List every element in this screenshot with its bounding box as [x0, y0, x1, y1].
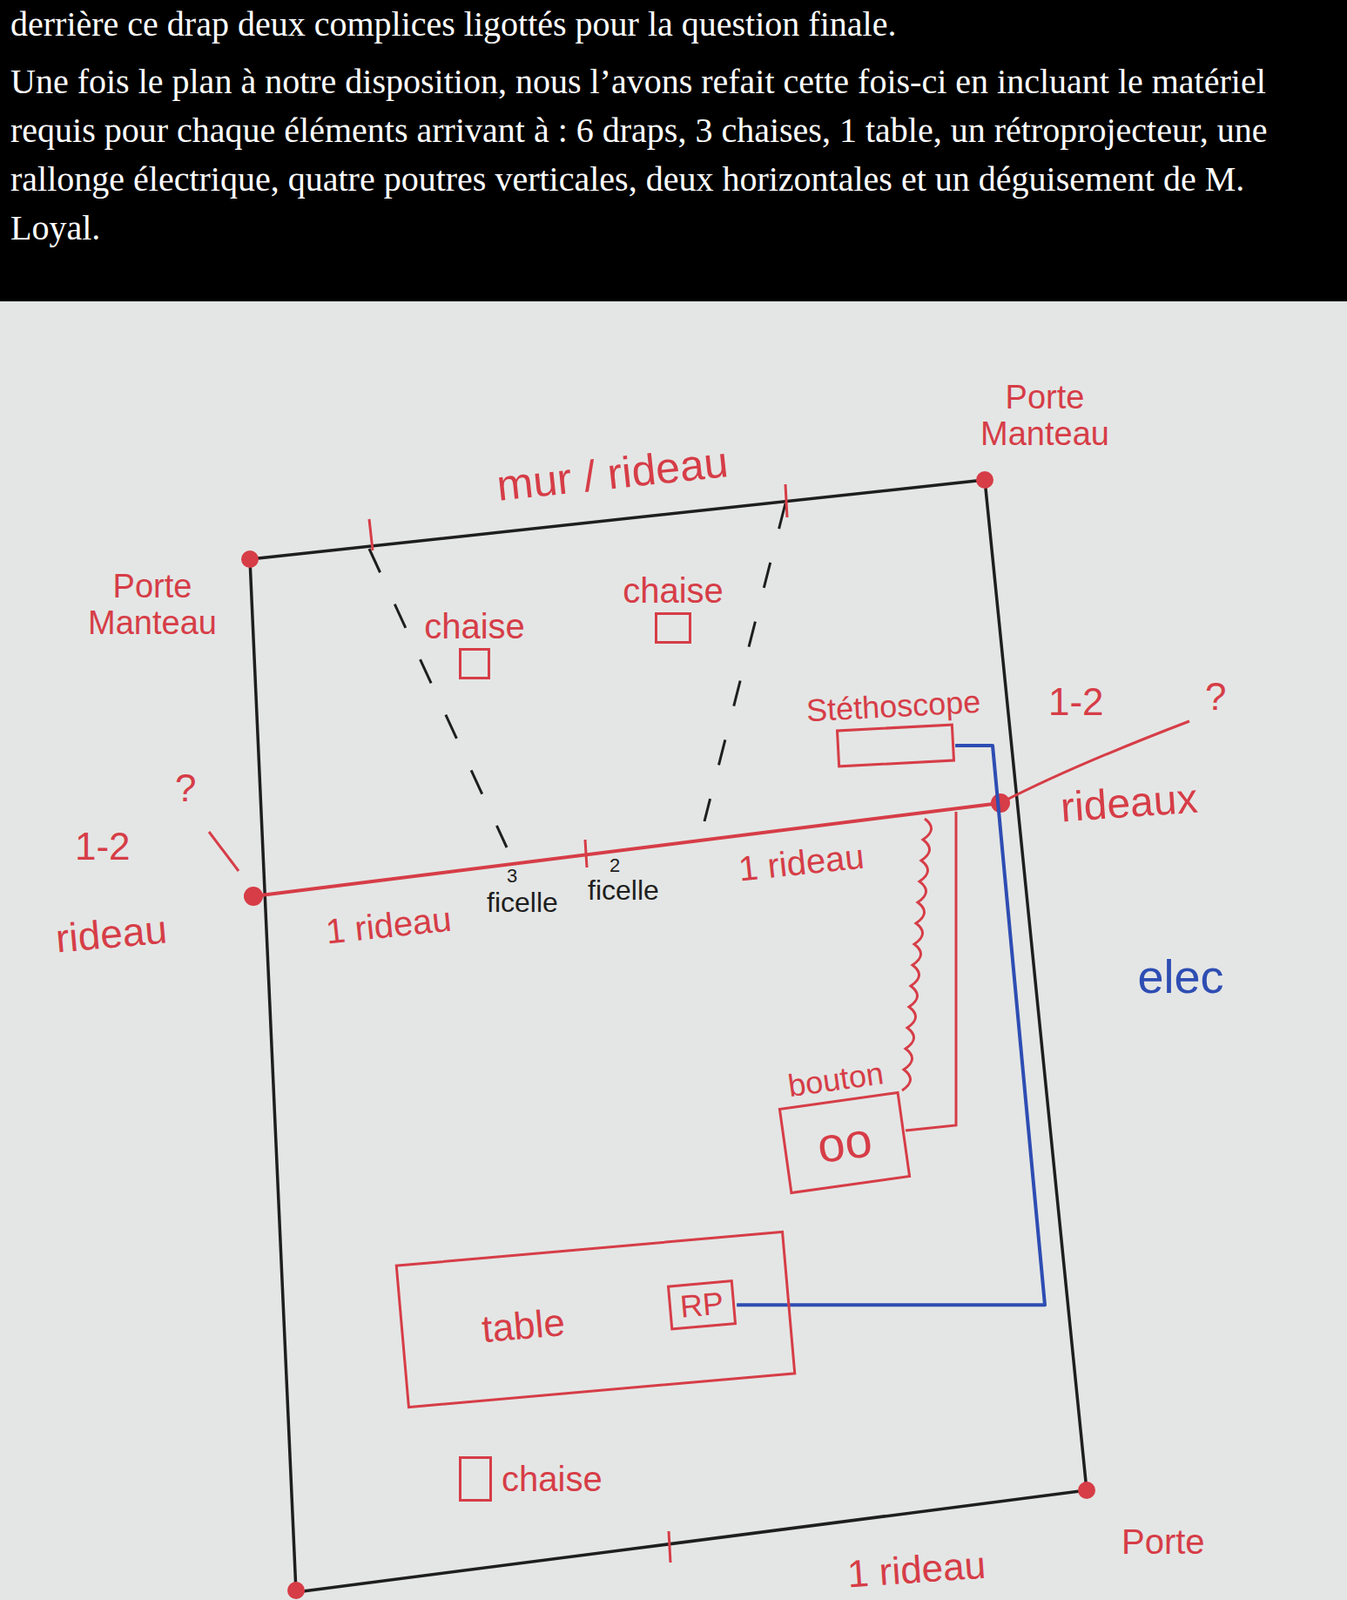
- room-outline: [249, 479, 1087, 1592]
- intro-text: derrière ce drap deux complices ligottés…: [10, 1, 1337, 48]
- curtain-label: 1 rideau: [323, 899, 453, 951]
- string-label: ficelle: [587, 875, 660, 906]
- stethoscope-box: Stéthoscope: [835, 722, 956, 768]
- curtain-label: 1 rideau: [845, 1543, 987, 1596]
- power-cable: [736, 745, 1045, 1305]
- button-box: boutonoo: [778, 1091, 912, 1195]
- corner-label: Porte Manteau: [949, 379, 1141, 453]
- tick-mark: [785, 484, 788, 518]
- intro-text: Une fois le plan à notre disposition, no…: [10, 57, 1337, 253]
- tick-mark: [668, 1530, 671, 1563]
- curtain-label: 1 rideau: [736, 836, 866, 889]
- node-label: RP: [678, 1285, 725, 1324]
- sight-line: [369, 548, 507, 848]
- coat-rack-dot: [1077, 1481, 1096, 1499]
- node-label: bouton: [786, 1056, 887, 1105]
- corner-label: Porte Manteau: [65, 568, 240, 642]
- coat-rack-dot: [287, 1581, 305, 1599]
- table-box: table RP: [395, 1230, 797, 1408]
- question-mark: ?: [175, 767, 196, 809]
- corner-label: Porte: [1121, 1522, 1206, 1561]
- count-label: 1-2: [74, 825, 131, 868]
- projector-box: RP: [666, 1279, 737, 1330]
- button-wire: [905, 811, 957, 1131]
- node-label: Stéthoscope: [805, 684, 982, 728]
- node-label: chaise: [622, 571, 724, 610]
- node-label: chaise: [501, 1459, 603, 1498]
- chair-box: chaise: [458, 1455, 492, 1502]
- curtain-label: rideau: [53, 906, 169, 961]
- node-label: oo: [814, 1111, 876, 1173]
- coat-rack-dot: [241, 550, 259, 568]
- chair-box: chaise: [458, 647, 491, 680]
- callout-number: 3: [506, 865, 518, 887]
- leader-line: [208, 831, 239, 871]
- sight-line: [704, 503, 786, 822]
- post-dot: [243, 886, 263, 906]
- tick-mark: [369, 518, 373, 551]
- callout-number: 2: [609, 855, 620, 876]
- cable-label: elec: [1138, 950, 1225, 1003]
- string-label: ficelle: [486, 887, 559, 918]
- question-mark: ?: [1205, 675, 1226, 718]
- curtain-symbol: [902, 818, 932, 1091]
- curtain-label: rideaux: [1058, 774, 1199, 831]
- coat-rack-dot: [976, 471, 994, 489]
- wall-label: mur / rideau: [493, 437, 730, 511]
- node-label: chaise: [424, 606, 526, 646]
- node-label: table: [479, 1300, 566, 1351]
- chair-box: chaise: [654, 612, 692, 644]
- count-label: 1-2: [1048, 680, 1105, 723]
- post-dot: [990, 793, 1011, 813]
- text-band: [0, 0, 1347, 302]
